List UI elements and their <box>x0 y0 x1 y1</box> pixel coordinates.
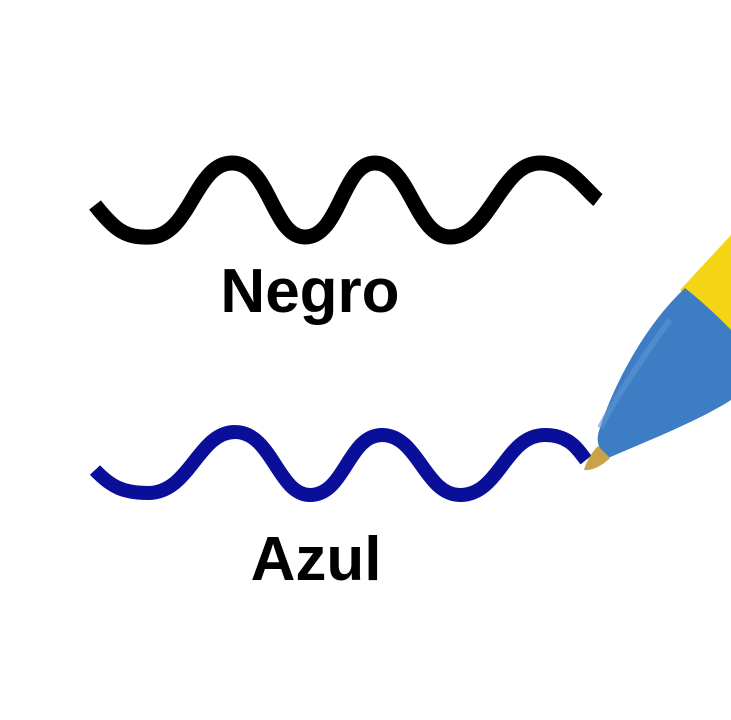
label-azul: Azul <box>251 525 382 594</box>
pen-metal-tip <box>584 446 610 471</box>
label-negro: Negro <box>220 257 399 326</box>
pen-yellow-band <box>680 235 731 340</box>
ballpoint-pen-icon <box>584 235 731 471</box>
blue-wave-line <box>89 424 592 503</box>
pen-blue-body <box>597 288 731 458</box>
black-wave-line <box>89 155 603 245</box>
